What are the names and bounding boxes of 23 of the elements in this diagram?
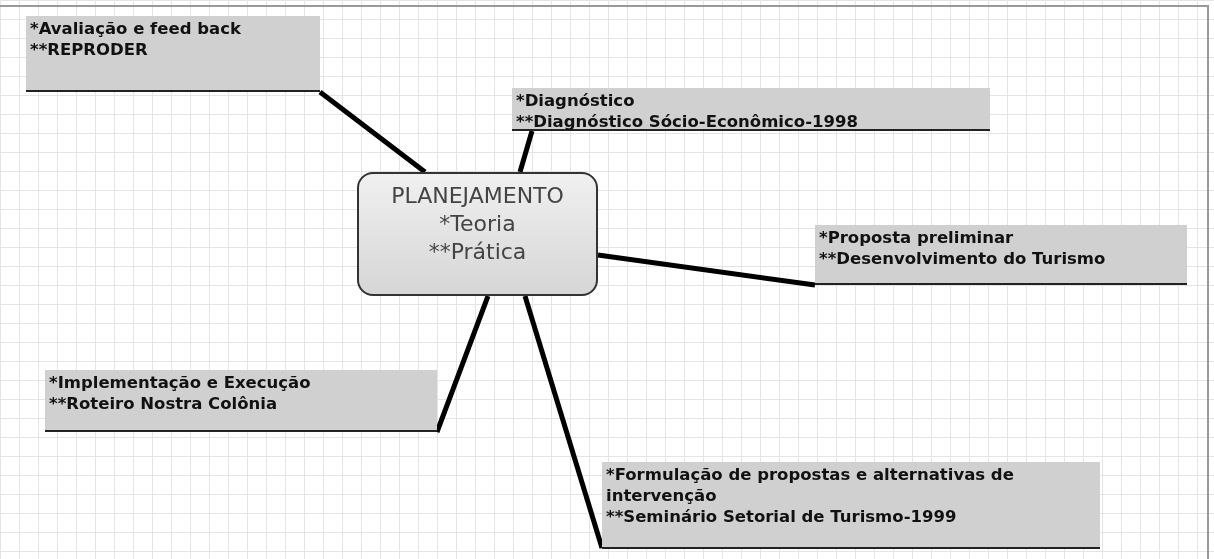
topic-text: **Roteiro Nostra Colônia — [49, 393, 279, 414]
connector-line — [318, 90, 427, 174]
topic-box — [512, 88, 990, 131]
topic-box — [815, 225, 1187, 285]
topic-text: **REPRODER — [30, 39, 149, 60]
topic-heading: *Implementação e Execução — [49, 372, 312, 393]
topic-heading: *Diagnóstico — [516, 90, 636, 111]
topic-text: **Seminário Setorial de Turismo-1999 — [606, 506, 958, 527]
topic-heading: *Proposta preliminar — [819, 227, 1015, 248]
connector-line — [517, 130, 535, 173]
topic-heading: PLANEJAMENTO — [390, 182, 565, 210]
connector-line — [434, 295, 491, 433]
topic-text: **Diagnóstico Sócio-Econômico-1998 — [516, 111, 859, 132]
topic-box — [602, 462, 1100, 549]
central-topic-box — [357, 172, 598, 296]
topic-box — [26, 16, 320, 92]
topic-text: **Prática — [427, 238, 528, 266]
topic-heading: *Formulação de propostas e alternativas de intervenção — [606, 464, 1015, 506]
topic-text: *Teoria — [438, 210, 517, 238]
topic-heading: *Avaliação e feed back — [30, 18, 242, 39]
topic-text: **Desenvolvimento do Turismo — [819, 248, 1107, 269]
connector-line — [597, 252, 816, 288]
topic-box — [45, 370, 437, 432]
